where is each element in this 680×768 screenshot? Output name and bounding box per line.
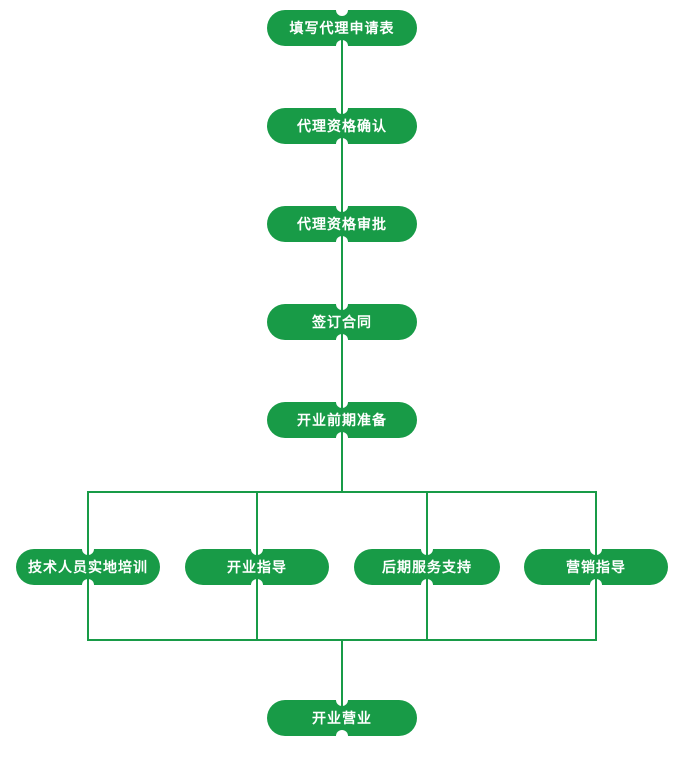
node-technician-field-training: 技术人员实地培训	[16, 543, 160, 591]
node-open-for-business: 开业营业	[267, 694, 417, 742]
node-label: 开业营业	[312, 710, 372, 726]
connector-drop-training	[87, 491, 89, 555]
connector-split-bar	[87, 491, 597, 493]
connector-vertical-4	[341, 334, 343, 408]
node-label: 开业前期准备	[297, 412, 387, 428]
connector-merge-service-support	[426, 579, 428, 641]
connector-vertical-3	[341, 236, 343, 310]
connector-drop-service-support	[426, 491, 428, 555]
node-label: 后期服务支持	[382, 559, 472, 575]
notch-bottom	[336, 730, 348, 742]
connector-vertical-1	[341, 40, 343, 114]
connector-vertical-2	[341, 138, 343, 212]
node-after-sales-service-support: 后期服务支持	[354, 543, 500, 591]
node-agent-qualification-approval: 代理资格审批	[267, 200, 417, 248]
node-sign-contract: 签订合同	[267, 298, 417, 346]
node-marketing-guidance: 营销指导	[524, 543, 668, 591]
node-label: 代理资格审批	[297, 216, 387, 232]
node-label: 营销指导	[566, 559, 626, 575]
node-label: 签订合同	[312, 314, 372, 330]
connector-merge-marketing	[595, 579, 597, 641]
node-label: 填写代理申请表	[289, 20, 395, 36]
connector-vertical-to-split	[341, 432, 343, 493]
connector-merge-opening-guidance	[256, 579, 258, 641]
node-label: 技术人员实地培训	[28, 559, 148, 575]
connector-drop-opening-guidance	[256, 491, 258, 555]
node-label: 代理资格确认	[297, 118, 387, 134]
node-pre-opening-preparation: 开业前期准备	[267, 396, 417, 444]
connector-vertical-final	[341, 639, 343, 706]
connector-merge-training	[87, 579, 89, 641]
notch-top	[336, 4, 348, 16]
node-label: 开业指导	[227, 559, 287, 575]
connector-drop-marketing	[595, 491, 597, 555]
